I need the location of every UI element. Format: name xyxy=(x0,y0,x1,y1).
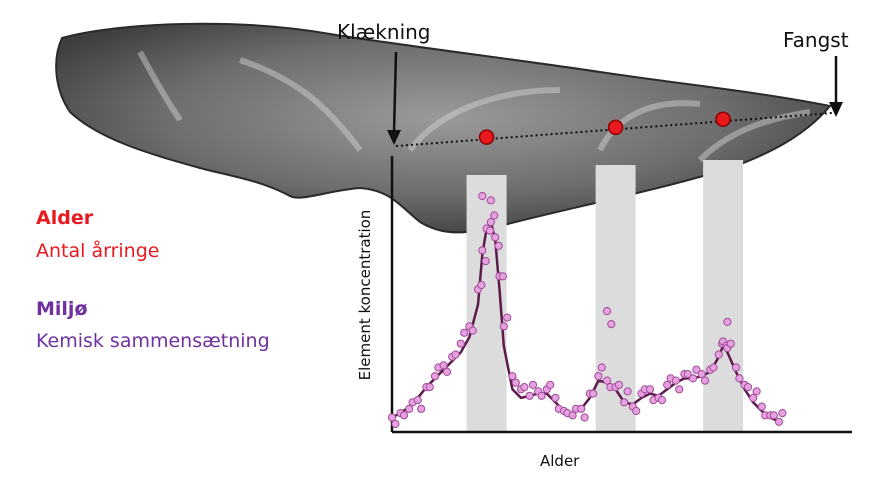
data-point xyxy=(726,339,735,348)
concentration-points xyxy=(387,191,787,429)
data-point xyxy=(671,376,680,385)
data-point xyxy=(614,380,624,389)
catch-arrow-icon xyxy=(829,56,843,117)
data-point xyxy=(486,196,495,205)
data-point xyxy=(577,404,586,413)
data-point xyxy=(697,370,706,379)
data-point xyxy=(478,191,487,201)
data-point xyxy=(709,363,718,372)
data-point xyxy=(568,411,577,420)
data-point xyxy=(491,233,500,242)
data-point xyxy=(663,380,672,389)
data-point xyxy=(620,398,629,407)
chart-axes xyxy=(390,156,852,434)
data-point xyxy=(481,257,490,266)
annual-ring-marker-icon xyxy=(715,111,731,127)
data-point xyxy=(774,417,784,426)
data-point xyxy=(417,404,426,413)
data-point xyxy=(692,365,701,374)
data-point xyxy=(632,406,641,416)
data-point xyxy=(477,280,486,290)
data-point xyxy=(486,218,495,227)
data-point xyxy=(425,383,434,392)
data-point xyxy=(657,396,667,405)
data-point xyxy=(451,350,460,359)
data-point xyxy=(537,391,546,400)
data-point xyxy=(602,376,612,385)
data-point xyxy=(413,396,422,405)
data-point xyxy=(391,419,400,429)
data-point xyxy=(520,383,529,392)
data-point xyxy=(528,380,538,389)
annual-ring-band xyxy=(703,160,744,432)
data-point xyxy=(700,376,710,385)
data-point xyxy=(430,372,440,381)
data-point xyxy=(589,389,598,398)
data-point xyxy=(645,385,655,394)
data-point xyxy=(478,246,487,255)
data-point xyxy=(752,387,761,396)
legend-age-description: Antal årringe xyxy=(36,240,160,262)
data-point xyxy=(607,320,616,329)
data-point xyxy=(439,361,448,370)
data-point xyxy=(714,350,723,359)
data-point xyxy=(675,385,684,394)
data-point xyxy=(546,380,555,389)
data-point xyxy=(405,404,414,413)
annual-ring-markers xyxy=(478,111,731,145)
otolith-image xyxy=(55,22,832,234)
data-point xyxy=(498,272,507,281)
data-point xyxy=(723,317,732,326)
annual-ring-marker-icon xyxy=(478,129,495,145)
data-point xyxy=(602,307,612,316)
data-point xyxy=(494,241,503,250)
catch-label: Fangst xyxy=(783,28,849,52)
data-point xyxy=(525,391,534,400)
data-point xyxy=(551,393,560,402)
data-point xyxy=(731,363,741,372)
data-point xyxy=(769,411,778,420)
data-point xyxy=(442,367,452,376)
data-point xyxy=(749,393,758,402)
data-point xyxy=(743,383,753,392)
data-point xyxy=(735,374,744,383)
data-point xyxy=(683,370,692,379)
data-point xyxy=(468,326,477,335)
data-point xyxy=(499,322,508,331)
data-point xyxy=(580,413,589,422)
growth-rings xyxy=(137,50,811,163)
data-point xyxy=(757,402,766,411)
y-axis-label: Element koncentration xyxy=(356,209,374,381)
annual-ring-marker-icon xyxy=(607,119,624,136)
data-point xyxy=(485,226,495,235)
data-point xyxy=(594,372,603,381)
data-point xyxy=(503,313,512,322)
x-axis-label: Alder xyxy=(540,452,580,470)
data-point xyxy=(399,411,409,420)
legend-environment-description: Kemisk sammensætning xyxy=(36,330,270,352)
data-point xyxy=(511,378,520,387)
legend-environment-title: Miljø xyxy=(36,298,88,320)
data-point xyxy=(623,387,632,396)
legend-age-title: Alder xyxy=(36,207,94,229)
data-point xyxy=(460,328,469,337)
data-point xyxy=(508,372,517,381)
data-point xyxy=(490,211,499,220)
hatching-arrow-icon xyxy=(387,51,401,145)
data-point xyxy=(778,409,787,418)
hatching-label: Klækning xyxy=(337,20,431,44)
data-point xyxy=(597,363,606,372)
data-point xyxy=(387,413,397,422)
data-point xyxy=(456,339,465,348)
data-point xyxy=(688,374,698,383)
